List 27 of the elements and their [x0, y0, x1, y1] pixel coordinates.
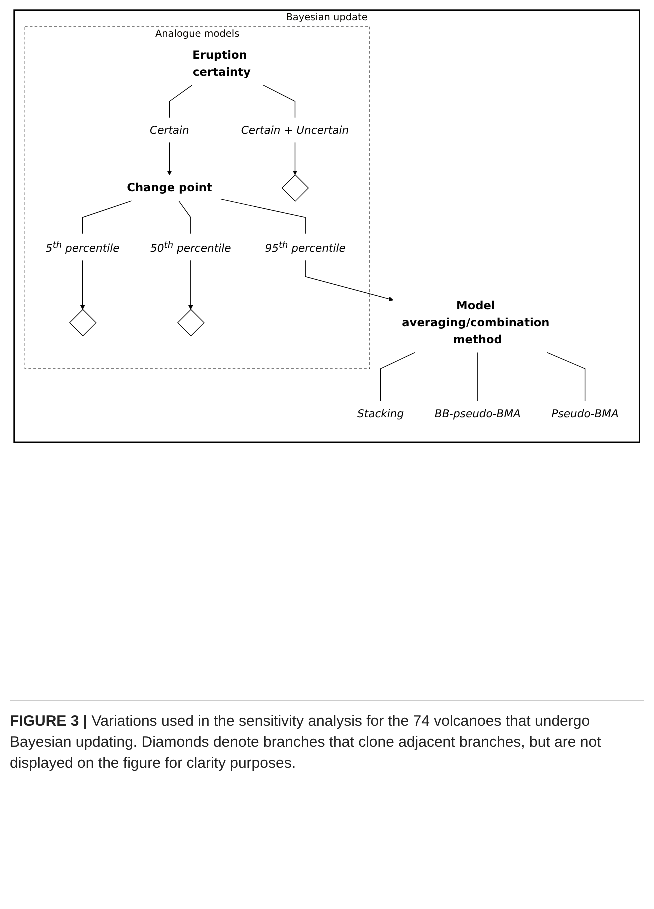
- node-text: Certain + Uncertain: [241, 124, 350, 137]
- connector: [220, 199, 306, 234]
- arrow: [80, 260, 86, 310]
- arrow: [167, 142, 172, 176]
- connector: [380, 352, 416, 402]
- node-diamond: [70, 309, 97, 337]
- connector: [178, 200, 192, 234]
- node-diamond: [282, 174, 310, 202]
- arrow: [305, 260, 394, 302]
- node-text: Stacking: [357, 407, 404, 420]
- connector: [263, 85, 296, 118]
- node-text: BB-pseudo-BMA: [434, 407, 521, 420]
- node-text: Eruption certainty: [192, 48, 251, 79]
- node-text: 95$^{th}$ percentile: [265, 240, 346, 255]
- arrow: [292, 142, 298, 176]
- node-text: Certain: [150, 124, 190, 137]
- node-text: 5$^{th}$ percentile: [46, 240, 120, 255]
- figure-caption: FIGURE 3 | Variations used in the sensitivity analysis for the 74 volcanoes that undergo Bayesian updating. Diamonds denote branches that clone adjacent branches, but are not displayed on the figure for clarity purposes.: [10, 700, 644, 774]
- connector: [82, 200, 132, 234]
- node-diamond: [178, 309, 205, 337]
- node-text: 50$^{th}$ percentile: [150, 240, 232, 255]
- connector: [547, 352, 586, 402]
- node-text: Change point: [127, 181, 212, 194]
- arrow: [188, 260, 194, 310]
- node-text: Pseudo-BMA: [552, 407, 619, 420]
- connector: [169, 85, 193, 118]
- node-text: Model averaging/combination method: [402, 299, 550, 346]
